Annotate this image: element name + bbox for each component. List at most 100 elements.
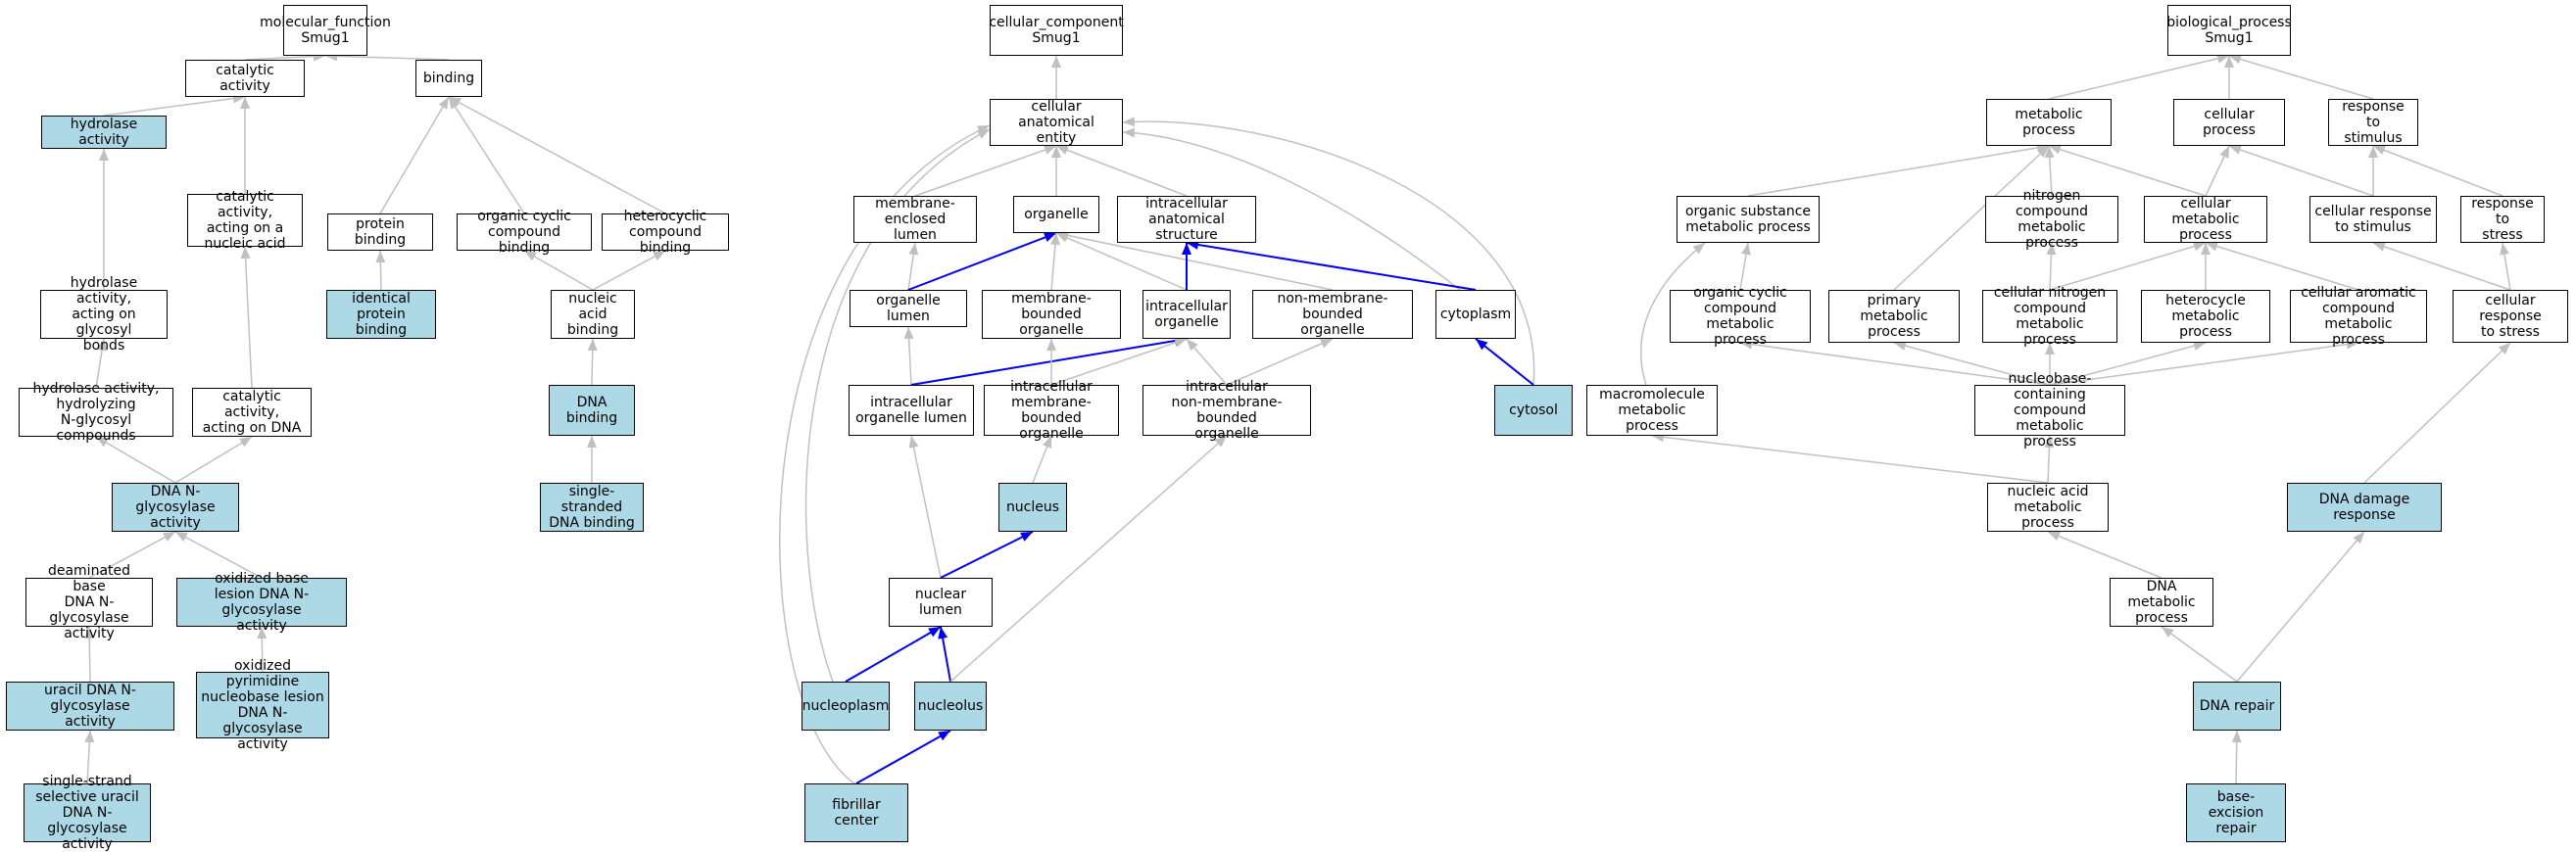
edge-npl-to-cae [804,128,991,683]
edge-ssura-to-ura [84,730,95,784]
go-term-node-ber[interactable]: base-excision repair [2186,783,2286,842]
go-term-node-occmp[interactable]: organic cyclic compound metabolic proces… [1670,285,1811,348]
edge-rs-to-bp [2228,54,2374,100]
go-term-node-oxpyr[interactable]: oxidized pyrimidine nucleobase lesion DN… [196,658,329,752]
go-term-node-org[interactable]: organelle [1013,196,1099,233]
go-term-node-rst[interactable]: response to stress [2460,196,2545,243]
go-term-node-cncmp[interactable]: cellular nitrogen compound metabolic pro… [1982,285,2117,348]
go-term-node-mmp[interactable]: macromolecule metabolic process [1586,385,1718,436]
edge-catdna-to-catna [240,246,253,389]
go-term-node-ias[interactable]: intracellular anatomical structure [1117,196,1256,243]
go-term-node-nbcmp[interactable]: nucleobase-containing compound metabolic… [1974,371,2125,450]
edge-dnang-to-catdna [174,436,253,484]
edge-nbcmp-to-cacmp [2049,339,2359,386]
go-term-node-mel[interactable]: membrane-enclosed lumen [853,196,977,243]
go-term-node-hccb[interactable]: heterocyclic compound binding [602,209,729,256]
go-term-node-npl[interactable]: nucleoplasm [802,682,890,731]
go-term-node-hydgly[interactable]: hydrolase activity, acting on glycosyl b… [40,275,168,354]
go-term-node-nmbo[interactable]: non-membrane-bounded organelle [1252,290,1413,339]
edge-cacmp-to-cmp [2205,241,2359,291]
go-term-node-inmbo[interactable]: intracellular non-membrane-bounded organ… [1142,379,1311,442]
go-term-node-bind[interactable]: binding [415,60,482,97]
go-term-node-cp[interactable]: cellular process [2173,99,2285,146]
go-term-node-osmp[interactable]: organic substance metabolic process [1677,196,1820,243]
go-term-node-io[interactable]: intracellular organelle [1142,290,1231,339]
go-term-node-pmp[interactable]: primary metabolic process [1828,290,1960,343]
go-term-node-dnab[interactable]: DNA binding [549,385,635,436]
edge-cncmp-to-ncmp [2046,242,2057,291]
edge-mp-to-bp [2048,53,2230,100]
edge-ddr-to-crst [2363,342,2511,484]
go-term-node-hmp[interactable]: heterocycle metabolic process [2141,290,2270,343]
edge-inmbo-to-nmbo [1226,338,1334,386]
go-term-node-hydng[interactable]: hydrolase activity, hydrolyzing N-glycos… [19,381,173,444]
edge-cmp-to-mp [2048,144,2207,197]
go-term-node-fc[interactable]: fibrillar center [804,783,908,842]
go-term-node-imbo[interactable]: intracellular membrane-bounded organelle [984,379,1119,442]
go-term-node-catna[interactable]: catalytic activity, acting on a nucleic … [187,189,303,252]
go-term-node-nuc[interactable]: nucleus [998,483,1067,532]
edge-nbcmp-to-occmp [1739,339,2051,386]
go-term-node-cmp[interactable]: cellular metabolic process [2144,196,2267,243]
go-term-node-crst[interactable]: cellular response to stress [2453,290,2568,343]
edge-ipb-to-pbind [375,250,386,291]
go-term-node-ssura[interactable]: single-strand selective uracil DNA N-gly… [24,774,151,852]
edge-dmp-to-namp [2047,531,2163,579]
edge-mmp-to-osmp [1640,242,1706,386]
edge-ias-to-cae [1055,145,1188,197]
go-term-node-catdna[interactable]: catalytic activity, acting on DNA [192,388,312,437]
go-term-node-iol[interactable]: intracellular organelle lumen [849,385,974,436]
go-term-node-ssdb[interactable]: single-stranded DNA binding [540,483,644,532]
go-term-node-mbo[interactable]: membrane-bounded organelle [982,290,1121,339]
edge-oxpyr-to-oxb [257,626,267,673]
go-term-node-cytosol[interactable]: cytosol [1494,385,1573,436]
edge-pbind-to-bind [379,96,450,214]
edge-npl-to-nl [845,626,942,683]
edge-nbcmp-to-hmp [2049,341,2207,386]
go-term-node-ncmp[interactable]: nitrogen compound metabolic process [1985,188,2118,251]
go-term-node-cae[interactable]: cellular anatomical entity [990,99,1123,146]
go-term-node-ipb[interactable]: identical protein binding [326,290,436,339]
go-term-node-cc[interactable]: cellular_component Smug1 [989,5,1124,56]
go-term-node-mp[interactable]: metabolic process [1986,99,2112,146]
go-term-node-nl[interactable]: nuclear lumen [889,578,993,627]
go-term-node-hyd[interactable]: hydrolase activity [41,116,167,149]
go-term-node-dnang[interactable]: DNA N-glycosylase activity [112,483,239,532]
go-term-node-deam[interactable]: deaminated base DNA N-glycosylase activi… [25,563,153,641]
go-term-node-rs[interactable]: response to stimulus [2328,99,2418,146]
edge-nab-to-hccb [592,250,666,291]
go-term-node-ura[interactable]: uracil DNA N-glycosylase activity [6,682,174,731]
edge-fc-to-nucl [855,730,951,784]
go-term-node-nab[interactable]: nucleic acid binding [551,290,635,339]
edge-hydng-to-hydgly [95,338,108,389]
edge-orgl-to-org [907,232,1057,291]
edge-mbo-to-org [1049,232,1060,291]
edge-occb-to-bind [448,96,525,214]
go-term-node-ddr[interactable]: DNA damage response [2287,483,2442,532]
go-term-node-oxb[interactable]: oxidized base lesion DNA N-glycosylase a… [176,571,347,634]
go-term-node-cat[interactable]: catalytic activity [185,60,305,97]
edge-crst-to-crs [2372,242,2511,291]
go-term-node-occb[interactable]: organic cyclic compound binding [457,209,592,256]
go-term-node-nucl[interactable]: nucleolus [914,682,987,731]
go-term-node-dr[interactable]: DNA repair [2193,682,2281,731]
go-term-node-cyto[interactable]: cytoplasm [1435,290,1516,339]
edge-namp-to-nbcmp [2044,435,2055,484]
edge-dnang-to-hydng [95,436,176,484]
edge-iol-to-io [910,336,1188,386]
edge-dnab-to-nab [587,338,598,386]
edge-deam-to-dnang [88,531,176,579]
go-term-node-dmp[interactable]: DNA metabolic process [2110,578,2213,627]
go-term-node-cacmp[interactable]: cellular aromatic compound metabolic pro… [2290,285,2427,348]
go-term-node-pbind[interactable]: protein binding [327,213,433,251]
go-term-node-orgl[interactable]: organelle lumen [850,290,967,327]
go-term-node-bp[interactable]: biological_process Smug1 [2166,5,2292,56]
edge-rst-to-rs [2372,145,2503,197]
go-term-node-namp[interactable]: nucleic acid metabolic process [1987,483,2109,532]
go-term-node-mf[interactable]: molecular_function Smug1 [260,5,391,56]
go-term-node-crs[interactable]: cellular response to stimulus [2309,196,2437,243]
edge-nmbo-to-org [1055,230,1334,291]
edge-nl-to-iol [908,435,942,579]
edge-cyto-to-cae [1122,127,1461,291]
